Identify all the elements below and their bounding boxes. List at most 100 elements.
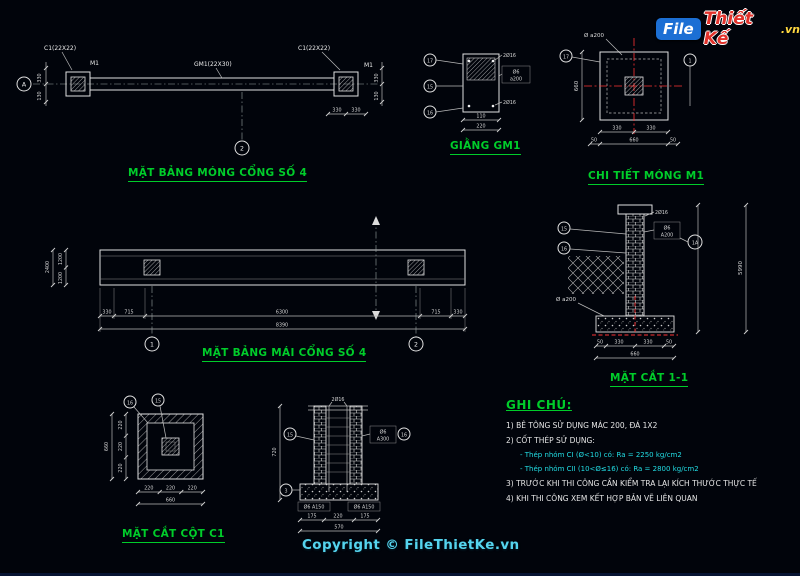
beam-label: GM1(22X30) bbox=[194, 61, 232, 68]
title-roof-plan: MẶT BẢNG MÁI CỔNG SỐ 4 bbox=[202, 347, 367, 362]
note-subitem: - Thép nhóm CII (10<Ø≤16) có: Ra = 2800 … bbox=[520, 465, 699, 473]
dim-label: 220 bbox=[118, 420, 124, 429]
title-gm1: GIẰNG GM1 bbox=[450, 140, 521, 155]
drawing-foundation-plan: A C1(22X22) M1 C1(22X22) M1 GM1(22X30) 3… bbox=[16, 45, 385, 156]
stirrup-dia-label: Ø6 bbox=[664, 225, 671, 232]
stirrup-dia-label: Ø6 bbox=[513, 69, 520, 76]
dim-label: 330 bbox=[453, 310, 462, 316]
dim-label: 715 bbox=[124, 310, 133, 316]
stirrup-spacing-label: A200 bbox=[661, 233, 673, 239]
column-label: C1(22X22) bbox=[44, 45, 76, 52]
axis-2-label: 2 bbox=[240, 146, 244, 153]
mesh-label: Ø a200 bbox=[584, 32, 604, 39]
callout-label: 15 bbox=[287, 432, 293, 438]
title-foundation-plan: MẶT BẢNG MÓNG CỔNG SỐ 4 bbox=[128, 167, 308, 182]
logo-file-badge: File bbox=[656, 18, 701, 40]
note-item: 3) TRƯỚC KHI THI CÔNG CẦN KIỂM TRA LẠI K… bbox=[506, 479, 757, 488]
footing-label: M1 bbox=[364, 62, 373, 69]
dim-label: 175 bbox=[307, 514, 316, 520]
callout-label: 16 bbox=[561, 246, 567, 252]
title-section-1-1: MẶT CẮT 1-1 bbox=[610, 372, 689, 387]
dim-label: 1200 bbox=[58, 253, 64, 265]
stirrup-spacing-label: a200 bbox=[510, 77, 522, 83]
dim-label: 720 bbox=[272, 447, 278, 456]
bottom-edge-strip bbox=[0, 573, 800, 576]
callout-label: 15 bbox=[561, 226, 567, 232]
callout-bubble: 15 bbox=[151, 393, 167, 439]
title-c1-section: MẶT CẮT CỘT C1 bbox=[122, 528, 225, 543]
axis-bubble-2: 2 bbox=[234, 140, 250, 156]
dim-label: 330 bbox=[37, 73, 43, 82]
stirrup-label: Ø6 A150 bbox=[304, 504, 325, 511]
dim-label: 330 bbox=[102, 310, 111, 316]
callout-bubble: 16 bbox=[123, 395, 149, 424]
callout-label: 16 bbox=[127, 400, 133, 406]
callout-bubble: 17 bbox=[559, 49, 601, 63]
notes-panel: GHI CHÚ: 1) BÊ TÔNG SỬ DỤNG MÁC 200, ĐÁ … bbox=[506, 398, 798, 509]
dim-label: 715 bbox=[431, 310, 440, 316]
drawing-column-elevation: 2Ø16 Ø6 A300 16 15 3 Ø6 A150 Ø6 A150 720… bbox=[272, 396, 411, 534]
dim-label: 50 bbox=[591, 138, 597, 144]
callout-bubble: 15 bbox=[557, 221, 627, 235]
axis-bubble-2: 2 bbox=[408, 336, 424, 352]
drawing-roof-plan: 1200 1200 2400 330 715 6300 715 330 8390… bbox=[45, 216, 468, 352]
dim-label: 330 bbox=[612, 126, 621, 132]
callout-bubble: 15 bbox=[283, 427, 315, 441]
callout-bubble: 3 bbox=[279, 483, 300, 497]
note-item: 1) BÊ TÔNG SỬ DỤNG MÁC 200, ĐÁ 1X2 bbox=[506, 421, 658, 430]
rebar-label: 2Ø16 bbox=[503, 99, 516, 106]
axis-bubble-a: A bbox=[16, 76, 32, 92]
callout-label: 1A bbox=[692, 240, 699, 246]
notes-title: GHI CHÚ: bbox=[506, 398, 572, 412]
dim-label: 570 bbox=[334, 525, 343, 531]
copyright-watermark: Copyright © FileThietKe.vn bbox=[302, 537, 520, 553]
rebar-label: 2Ø16 bbox=[332, 396, 345, 403]
dim-label: 660 bbox=[166, 498, 175, 504]
callout-bubble: 1A bbox=[679, 234, 703, 250]
mesh-label: Ø a200 bbox=[556, 296, 576, 303]
dim-label: 330 bbox=[332, 108, 341, 114]
dim-label: 130 bbox=[374, 91, 380, 100]
dim-label: 6300 bbox=[276, 310, 288, 316]
note-item: 4) KHI THI CÔNG XEM KẾT HỢP BẢN VẼ LIÊN … bbox=[506, 494, 698, 503]
footing-label: M1 bbox=[90, 60, 99, 67]
dim-label: 660 bbox=[574, 80, 580, 91]
dim-label: 50 bbox=[597, 340, 603, 346]
callout-bubble: 15 bbox=[423, 79, 463, 93]
dim-label: 220 bbox=[333, 514, 342, 520]
site-logo: File Thiết Kế .vn bbox=[656, 9, 800, 49]
drawing-section-1-1: 2Ø16 Ø6 A200 1A 15 16 Ø a200 5990 50 330… bbox=[556, 202, 749, 361]
callout-label: 16 bbox=[427, 110, 433, 116]
rebar-label: 2Ø16 bbox=[655, 209, 668, 216]
callout-label: 3 bbox=[284, 488, 287, 494]
axis-bubble-1: 1 bbox=[144, 336, 160, 352]
stirrup-spacing-label: A300 bbox=[377, 437, 389, 443]
callout-bubble: 17 bbox=[423, 53, 464, 67]
dim-label: 2400 bbox=[45, 261, 51, 273]
callout-label: 17 bbox=[563, 54, 569, 60]
column-label: C1(22X22) bbox=[298, 45, 330, 52]
callout-bubble: 16 bbox=[557, 241, 627, 255]
callout-label: 1 bbox=[688, 58, 691, 64]
dim-label: 330 bbox=[646, 126, 655, 132]
dim-label: 50 bbox=[670, 138, 676, 144]
stirrup-dia-label: Ø6 bbox=[380, 429, 387, 436]
callout-label: 15 bbox=[155, 398, 161, 404]
dim-label: 220 bbox=[476, 124, 485, 130]
dim-label: 330 bbox=[374, 73, 380, 82]
drawing-m1-detail: Ø a200 17 1 660 330 330 50 660 50 bbox=[559, 32, 697, 147]
dim-label: 660 bbox=[630, 352, 639, 358]
dim-label: 660 bbox=[104, 442, 110, 451]
dim-label: 330 bbox=[614, 340, 623, 346]
stirrup-label: Ø6 A150 bbox=[354, 504, 375, 511]
dim-label: 130 bbox=[37, 91, 43, 100]
callout-bubble: 16 bbox=[423, 105, 464, 119]
drawing-c1-section: 16 15 220 220 220 660 220 220 220 660 bbox=[104, 393, 206, 507]
dim-label: 330 bbox=[643, 340, 652, 346]
dim-label: 220 bbox=[144, 486, 153, 492]
logo-brand-text: Thiết Kế bbox=[703, 9, 753, 49]
title-m1-detail: CHI TIẾT MÓNG M1 bbox=[588, 170, 705, 185]
dim-label: 1200 bbox=[58, 272, 64, 284]
dim-label: 330 bbox=[351, 108, 360, 114]
dim-label: 220 bbox=[188, 486, 197, 492]
